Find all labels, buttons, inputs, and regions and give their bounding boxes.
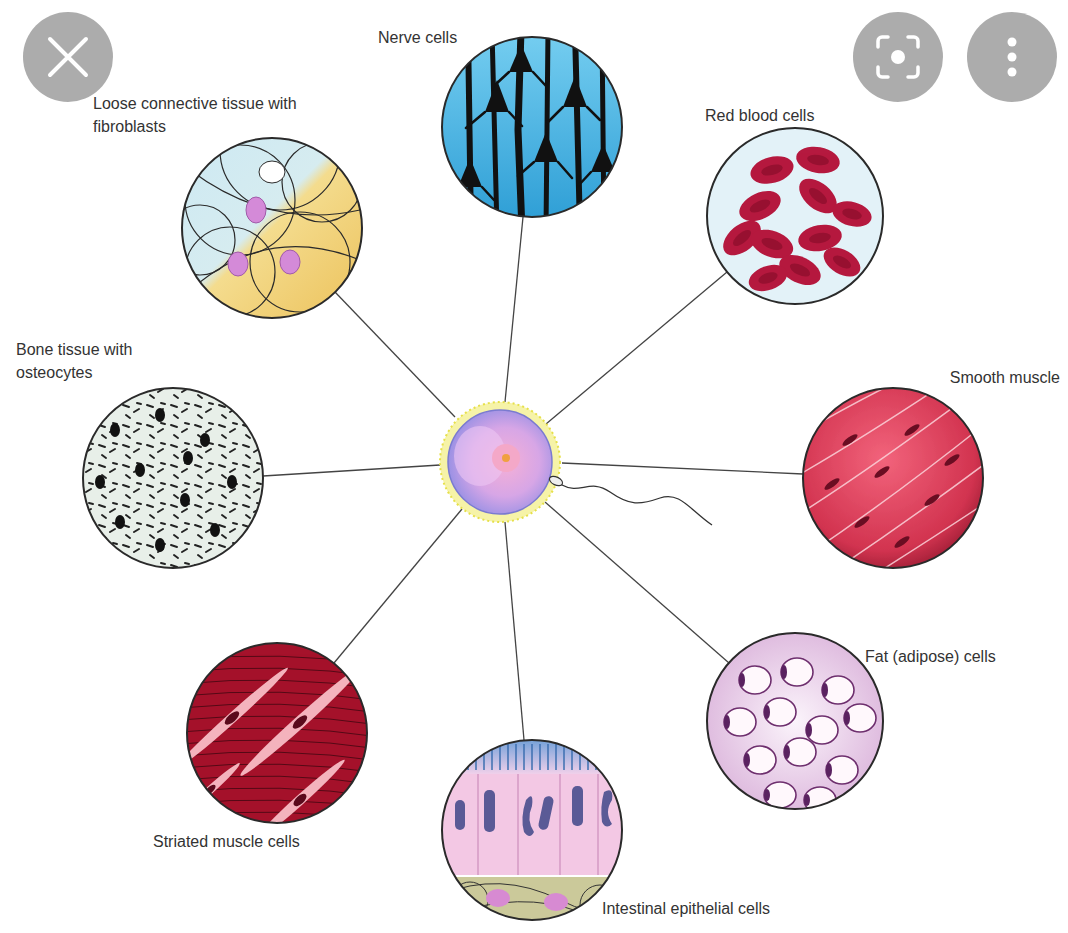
tissue-circle: Loose connective tissue with fibroblasts xyxy=(182,138,362,318)
circle-border xyxy=(707,128,883,304)
circle-border xyxy=(182,138,362,318)
circle-outline xyxy=(440,35,624,219)
tissue-label: Nerve cells xyxy=(378,26,488,49)
tissue-label: Red blood cells xyxy=(705,104,865,127)
tissue-label: Fat (adipose) cells xyxy=(865,645,1040,668)
tissue-circle: Red blood cells xyxy=(707,128,883,304)
circle-outline xyxy=(81,386,265,570)
circle-border xyxy=(803,388,983,568)
tissue-circle: Striated muscle cells xyxy=(187,643,367,823)
tissue-circle: Bone tissue with osteocytes xyxy=(83,388,263,568)
tissue-label: Striated muscle cells xyxy=(153,830,363,853)
circle-border xyxy=(442,37,622,217)
tissue-label: Intestinal epithelial cells xyxy=(602,897,832,920)
circle-border xyxy=(83,388,263,568)
tissue-circle: Smooth muscle xyxy=(803,388,983,568)
circle-outline xyxy=(180,136,364,320)
tissue-circle: Nerve cells xyxy=(442,37,622,217)
circle-outline xyxy=(185,641,369,825)
circle-border xyxy=(187,643,367,823)
circle-outline xyxy=(705,126,885,306)
circle-outline xyxy=(801,386,985,570)
circle-outline xyxy=(440,738,624,922)
circle-border xyxy=(442,740,622,920)
tissue-label: Smooth muscle xyxy=(920,366,1060,389)
tissue-circle: Fat (adipose) cells xyxy=(707,633,883,809)
tissue-label: Loose connective tissue with fibroblasts xyxy=(93,92,308,138)
tissue-label: Bone tissue with osteocytes xyxy=(16,338,138,384)
tissue-circle: Intestinal epithelial cells xyxy=(442,740,622,920)
circle-outline xyxy=(705,631,885,811)
circle-border xyxy=(707,633,883,809)
